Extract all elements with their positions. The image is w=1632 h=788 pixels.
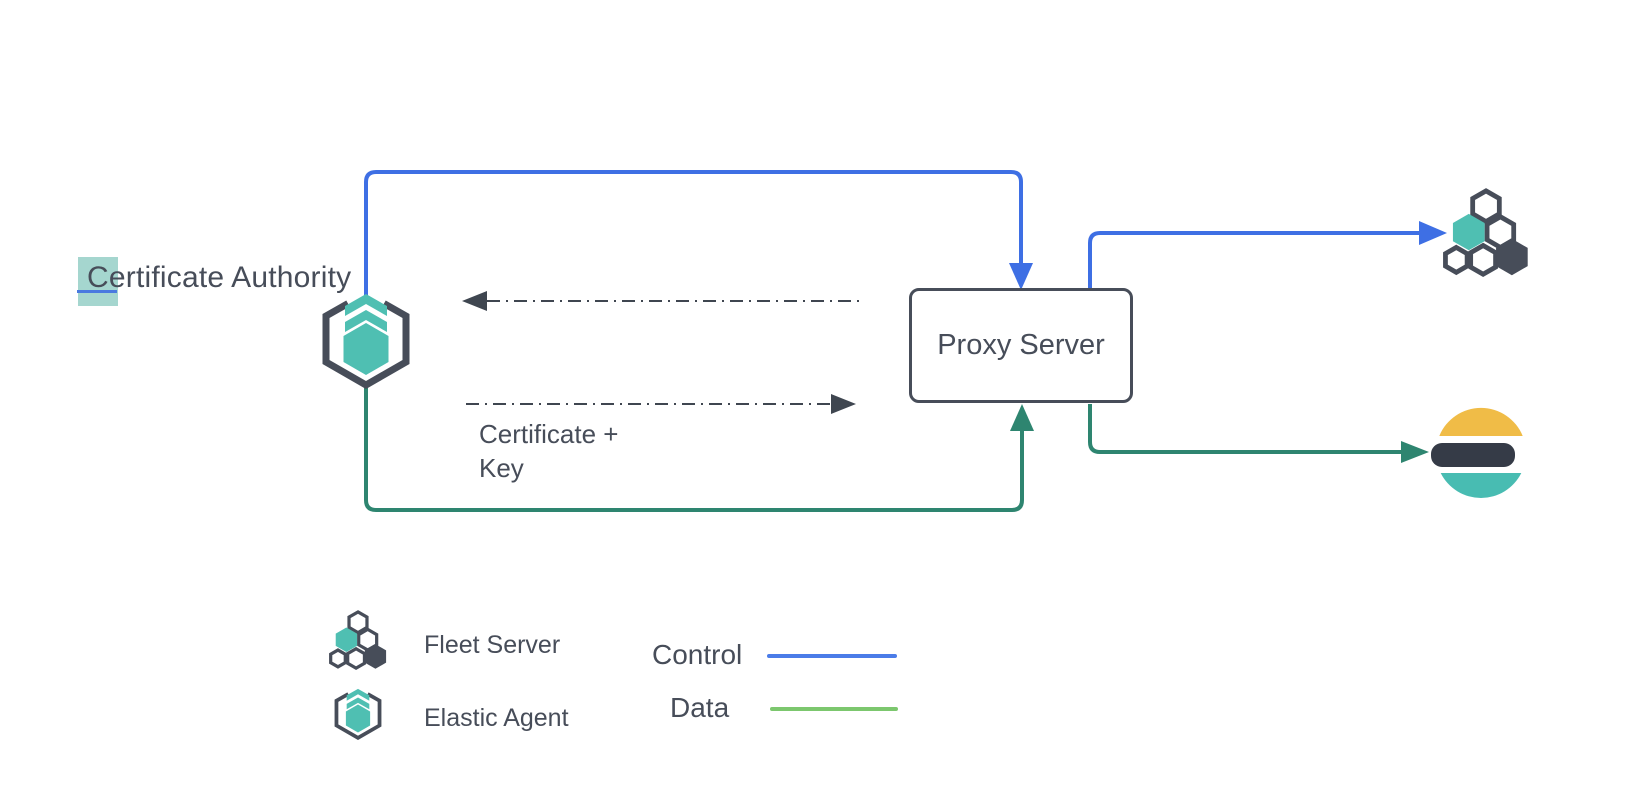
agent-chevron-bottom [345,310,387,332]
legend-fleet-server-label: Fleet Server [424,631,561,659]
arrowhead-left-icon [462,291,487,311]
text-selection-highlight [78,257,118,306]
elasticsearch-icon[interactable] [1431,403,1527,503]
legend-control-line-swatch [767,654,897,658]
fleet-hex-bottom-mid [1468,242,1498,278]
fleet-hex-top [347,610,369,635]
text-cursor-underline [77,290,117,293]
connector-certificate-to-proxy[interactable] [466,394,856,414]
arrowhead-right-icon [1401,441,1429,463]
legend-fleet-server-icon[interactable] [327,610,389,672]
agent-chevron-bottom [346,697,370,710]
fleet-hex-bottom-mid [346,646,367,670]
connector-certificate-to-agent[interactable] [462,291,863,311]
connector-data-agent-to-proxy[interactable] [364,387,1034,512]
connector-control-proxy-to-fleet[interactable] [1088,221,1447,288]
agent-hexagon [343,323,389,375]
fleet-server-icon[interactable] [1440,188,1532,280]
agent-bracket-outline [322,300,410,389]
arrowhead-down-icon [1009,263,1033,290]
fleet-hex-teal [335,627,358,652]
connector-control-agent-to-proxy[interactable] [364,170,1033,301]
legend-elastic-agent-icon[interactable] [331,684,385,740]
arrowhead-up-icon [1010,404,1034,431]
certificate-key-label-line1: Certificate + [479,419,619,449]
proxy-server-label: Proxy Server [937,329,1105,361]
fleet-hex-teal [1452,213,1485,251]
certificate-key-label-line2: Key [479,453,524,483]
fleet-hex-dark [1496,238,1528,276]
arrowhead-right-icon [831,394,856,414]
agent-chevron-top [345,294,387,316]
agent-chevron-top [346,688,370,701]
certificate-key-label[interactable]: Certificate + Key [479,417,618,485]
connector-data-proxy-to-elasticsearch[interactable] [1088,404,1429,463]
arrowhead-right-icon [1419,221,1447,245]
fleet-hex-top [1470,188,1502,225]
agent-hexagon [345,704,371,733]
agent-bracket-outline [334,692,382,740]
certificate-authority-label[interactable]: Certificate Authority [87,261,351,295]
elasticsearch-teal-cap [1440,473,1522,498]
legend-data-label: Data [670,692,730,723]
legend-elastic-agent-label: Elastic Agent [424,704,569,732]
legend-control-label: Control [652,639,743,670]
elasticsearch-yellow-cap [1439,407,1523,436]
fleet-hex-bottom-left [1443,244,1470,276]
elastic-agent-icon[interactable] [316,285,416,389]
proxy-server-node[interactable]: Proxy Server [909,288,1133,403]
elasticsearch-dark-bar [1431,443,1515,467]
fleet-hex-bottom-left [329,648,347,669]
fleet-hex-dark [364,644,387,669]
legend-data-line-swatch [770,707,898,711]
certificate-authority-selected-char: C [87,261,109,294]
certificate-authority-label-rest: ertificate Authority [108,261,352,294]
